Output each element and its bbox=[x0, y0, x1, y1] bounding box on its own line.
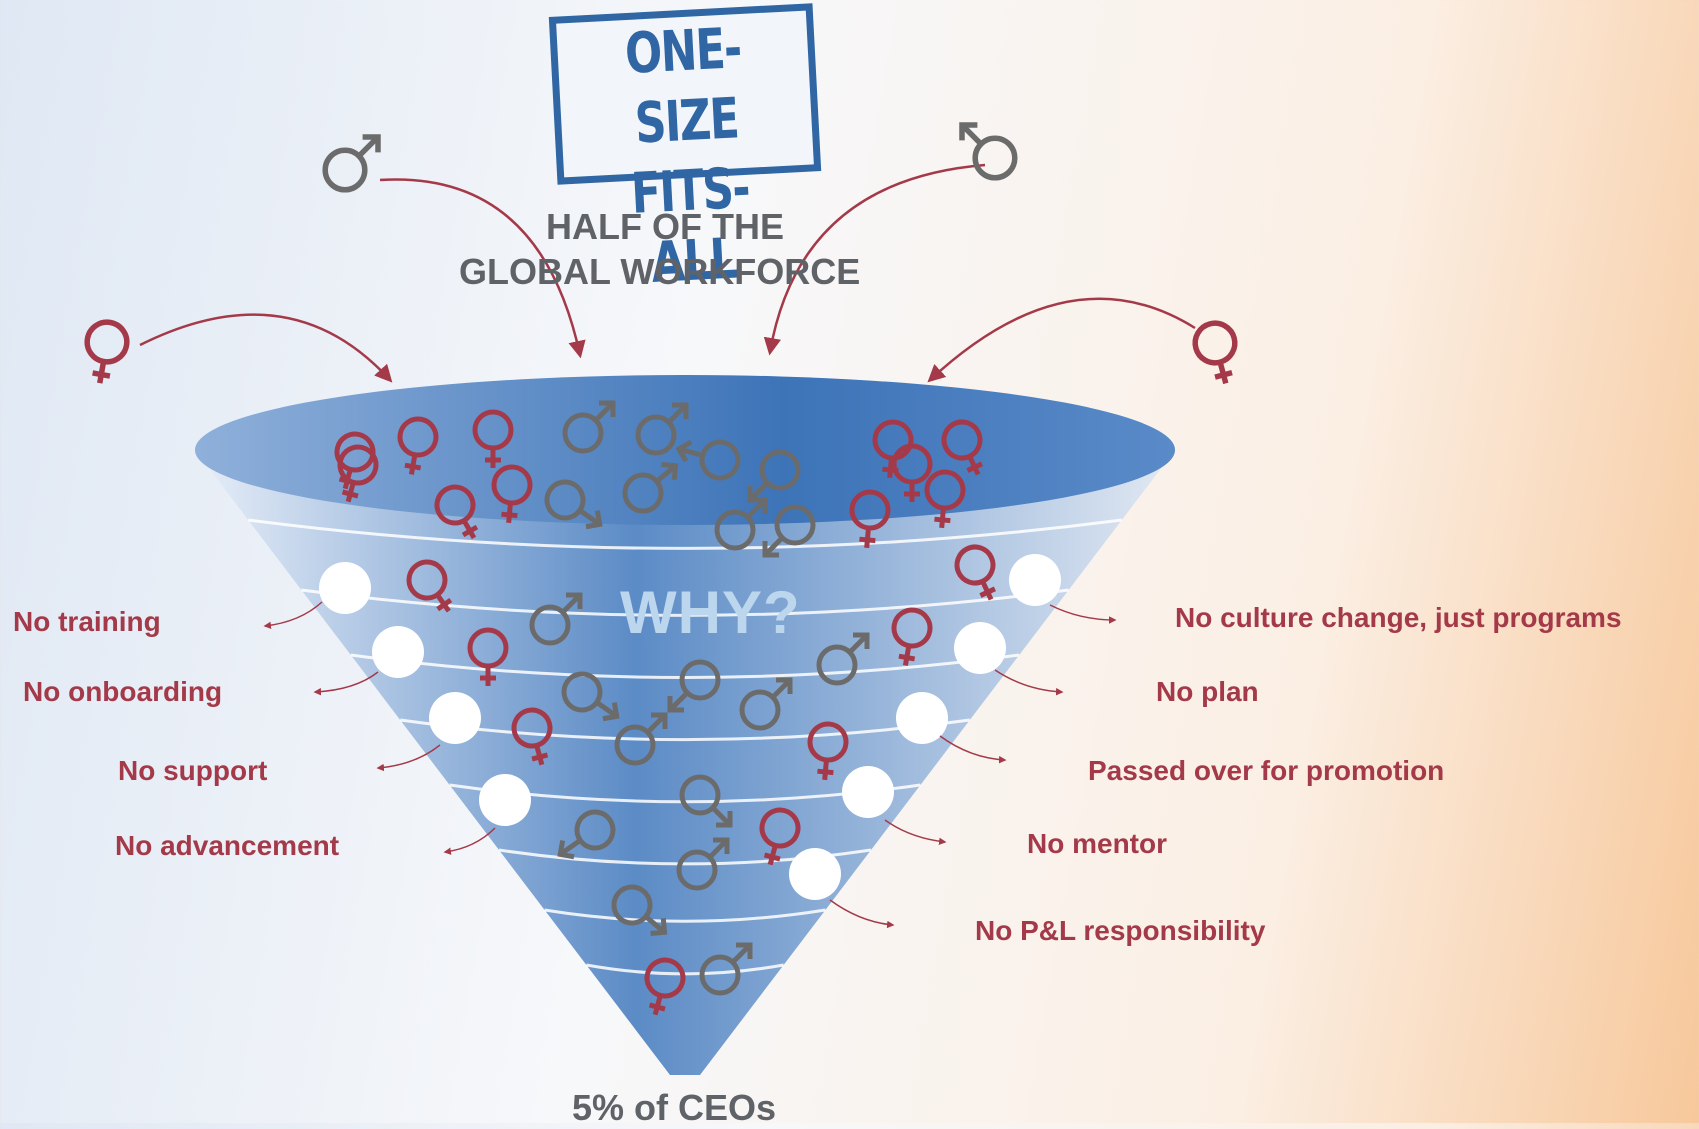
funnel-gap-circle bbox=[842, 766, 894, 818]
funnel-gap-circle bbox=[1009, 554, 1061, 606]
flow-arrow bbox=[139, 313, 393, 383]
funnel-gap-circle bbox=[319, 562, 371, 614]
why-label: WHY? bbox=[620, 579, 801, 646]
male-symbol-icon bbox=[675, 439, 741, 481]
flow-arrows bbox=[139, 163, 1196, 929]
drop-out-arrow bbox=[829, 899, 895, 929]
left-reason-label: No support bbox=[118, 755, 268, 786]
female-symbol-icon bbox=[334, 431, 376, 490]
funnel-band-line bbox=[248, 518, 1122, 550]
male-symbol-icon bbox=[322, 134, 381, 193]
female-symbol-icon bbox=[434, 484, 479, 540]
female-symbol-icon bbox=[467, 627, 509, 686]
funnel-gap-circle bbox=[429, 692, 481, 744]
female-symbol-icon bbox=[759, 807, 801, 866]
male-symbol-icon bbox=[557, 809, 616, 860]
drop-out-arrow bbox=[443, 827, 496, 855]
male-symbol-icon bbox=[959, 122, 1018, 181]
funnel-band-line bbox=[350, 653, 1020, 679]
flow-arrow bbox=[379, 178, 586, 359]
stamp-line-1: ONE-SIZE bbox=[623, 16, 743, 157]
drop-out-arrow bbox=[1049, 604, 1117, 624]
male-symbol-icon bbox=[614, 712, 668, 766]
funnel-gap-circle bbox=[789, 848, 841, 900]
right-reason-label: No mentor bbox=[1027, 828, 1167, 859]
funnel-band-line bbox=[301, 588, 1069, 617]
funnel-gaps bbox=[319, 554, 1061, 900]
female-symbol-icon bbox=[924, 469, 966, 529]
male-symbol-icon bbox=[622, 462, 679, 514]
top-label-line-1: HALF OF THE bbox=[546, 206, 784, 247]
female-symbol-icon bbox=[491, 464, 533, 524]
funnel-gap-circle bbox=[954, 622, 1006, 674]
funnel-gap-circle bbox=[896, 692, 948, 744]
funnel-band-line bbox=[399, 718, 971, 742]
flow-arrow bbox=[927, 297, 1196, 383]
male-symbol-icon bbox=[714, 497, 768, 551]
drop-out-arrow bbox=[376, 744, 441, 772]
female-symbol-icon bbox=[511, 707, 553, 766]
female-symbol-icon bbox=[941, 419, 983, 476]
drop-out-arrow bbox=[939, 735, 1007, 764]
male-symbol-icon bbox=[635, 402, 689, 456]
female-symbol-icon bbox=[807, 721, 849, 781]
left-reason-label: No training bbox=[13, 606, 161, 637]
bottom-label: 5% of CEOs bbox=[572, 1087, 777, 1128]
male-symbol-icon bbox=[562, 400, 616, 454]
left-reason-label: No advancement bbox=[115, 830, 340, 861]
female-symbol-icon bbox=[1192, 320, 1238, 385]
female-symbol-icon bbox=[84, 319, 130, 384]
right-reason-label: No plan bbox=[1156, 676, 1259, 707]
male-symbol-icon bbox=[762, 504, 816, 558]
funnel-gap-circle bbox=[479, 774, 531, 826]
female-symbol-icon bbox=[397, 416, 439, 475]
male-symbol-icon bbox=[544, 479, 603, 530]
female-symbol-icon bbox=[891, 607, 933, 666]
female-symbol-icon bbox=[872, 419, 914, 479]
top-label-line-2: GLOBAL WORKFORCE bbox=[459, 251, 861, 292]
male-symbol-icon bbox=[699, 942, 753, 996]
flow-arrow bbox=[763, 163, 986, 356]
drop-out-arrow bbox=[263, 601, 323, 630]
male-symbol-icon bbox=[667, 659, 721, 713]
right-reason-label: No culture change, just programs bbox=[1175, 602, 1622, 633]
funnel-band-line bbox=[544, 908, 826, 923]
one-size-fits-all-stamp: ONE-SIZE FITS-ALL bbox=[548, 3, 822, 296]
drop-out-arrow bbox=[994, 669, 1064, 696]
male-symbol-icon bbox=[611, 884, 668, 936]
right-reason-label: No P&L responsibility bbox=[975, 915, 1266, 946]
gender-icons bbox=[84, 122, 1238, 1016]
female-symbol-icon bbox=[644, 957, 686, 1016]
male-symbol-icon bbox=[561, 671, 620, 722]
drop-out-arrow bbox=[313, 671, 379, 696]
male-symbol-icon bbox=[676, 837, 730, 891]
male-symbol-icon bbox=[679, 774, 733, 828]
female-symbol-icon bbox=[472, 409, 514, 468]
funnel-gap-circle bbox=[372, 626, 424, 678]
male-symbol-icon bbox=[529, 592, 583, 646]
female-symbol-icon bbox=[406, 559, 453, 613]
male-symbol-icon bbox=[739, 677, 793, 731]
right-reason-label: Passed over for promotion bbox=[1088, 755, 1445, 786]
drop-out-arrow bbox=[884, 819, 947, 846]
female-symbol-icon bbox=[849, 489, 891, 549]
male-symbol-icon bbox=[816, 632, 870, 686]
female-symbol-icon bbox=[954, 544, 996, 601]
left-reason-label: No onboarding bbox=[23, 676, 223, 707]
